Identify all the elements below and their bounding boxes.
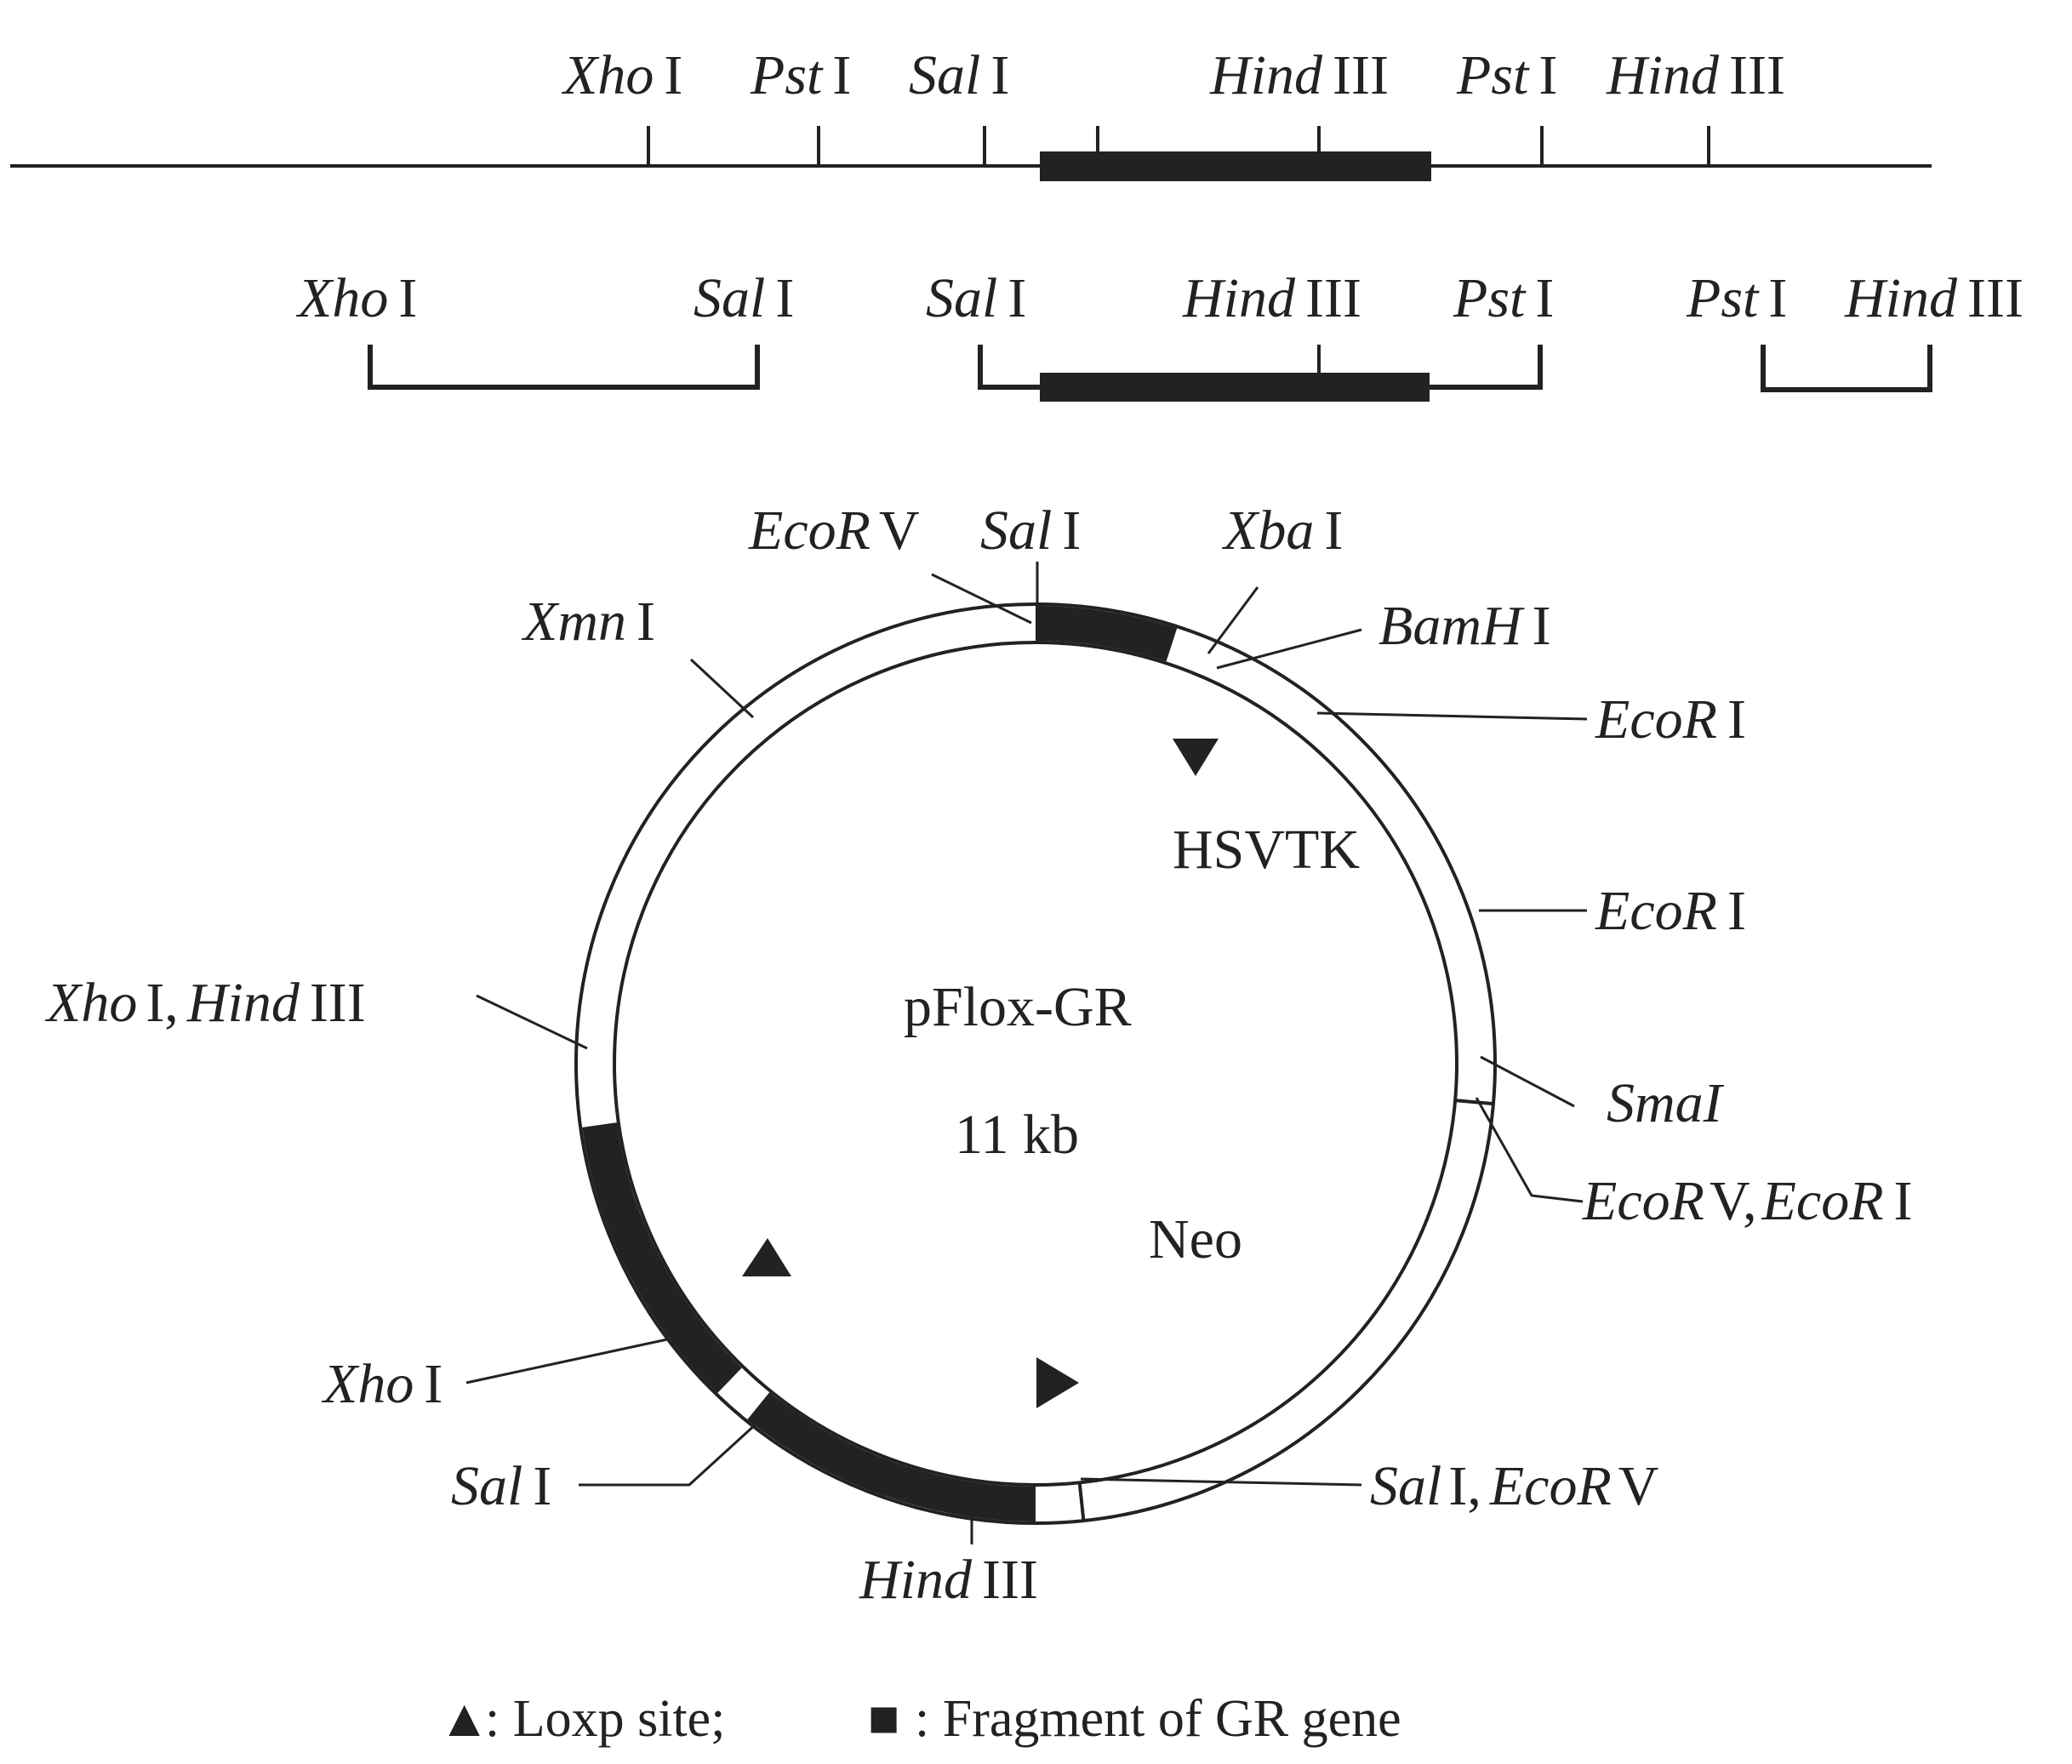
plasmid-name: pFlox-GR	[904, 976, 1132, 1038]
leader-line	[1080, 1477, 1362, 1487]
leader-line	[476, 994, 588, 1050]
plasmid-size: 11 kb	[955, 1104, 1079, 1166]
segment-separators	[1077, 1099, 1494, 1521]
loxp-site-triangle	[1036, 1357, 1079, 1408]
segment-boundary-tick	[1454, 1099, 1494, 1106]
loxp-site-triangle	[1173, 739, 1219, 776]
gr-fragment-arc-top	[1035, 606, 1178, 662]
gr-fragment-arc-left	[582, 1122, 742, 1394]
gene-label-hsvtk: HSVTK	[1173, 819, 1360, 881]
leader-line	[1207, 586, 1259, 654]
leader-line	[579, 1404, 778, 1487]
leader-line	[1480, 1055, 1575, 1108]
label-leader-lines	[465, 562, 1588, 1544]
leader-line	[1475, 1097, 1584, 1203]
segment-boundary-tick	[1077, 1482, 1086, 1521]
gr-legend-symbol: ■	[868, 1690, 899, 1748]
plasmid-site-label: SmaI	[1607, 1072, 1725, 1134]
gene-label-neo: Neo	[1149, 1208, 1242, 1270]
gr-fragment-arc-bottom	[747, 1392, 1036, 1521]
leader-line	[689, 658, 755, 719]
leader-line	[1216, 628, 1362, 670]
fragment-pst-hind	[1761, 345, 1932, 392]
gr-gene-fragment-bar	[1040, 151, 1431, 181]
leader-line	[465, 1333, 692, 1384]
gr-legend-text: : Fragment of GR gene	[915, 1690, 1401, 1748]
loxp-legend-text: : Loxp site;	[485, 1690, 725, 1748]
plasmid-inner-ring	[613, 641, 1458, 1487]
leader-line	[931, 573, 1032, 625]
fragment-xho-sal	[368, 345, 760, 390]
legend: ▲ : Loxp site; ■ : Fragment of GR gene	[438, 1690, 1401, 1748]
loxp-legend-symbol: ▲	[438, 1690, 490, 1748]
gr-gene-fragment-bar	[1040, 373, 1430, 402]
loxp-site-triangle	[742, 1238, 791, 1276]
gr-gene-segments	[582, 606, 1178, 1521]
leader-line	[1316, 711, 1588, 721]
